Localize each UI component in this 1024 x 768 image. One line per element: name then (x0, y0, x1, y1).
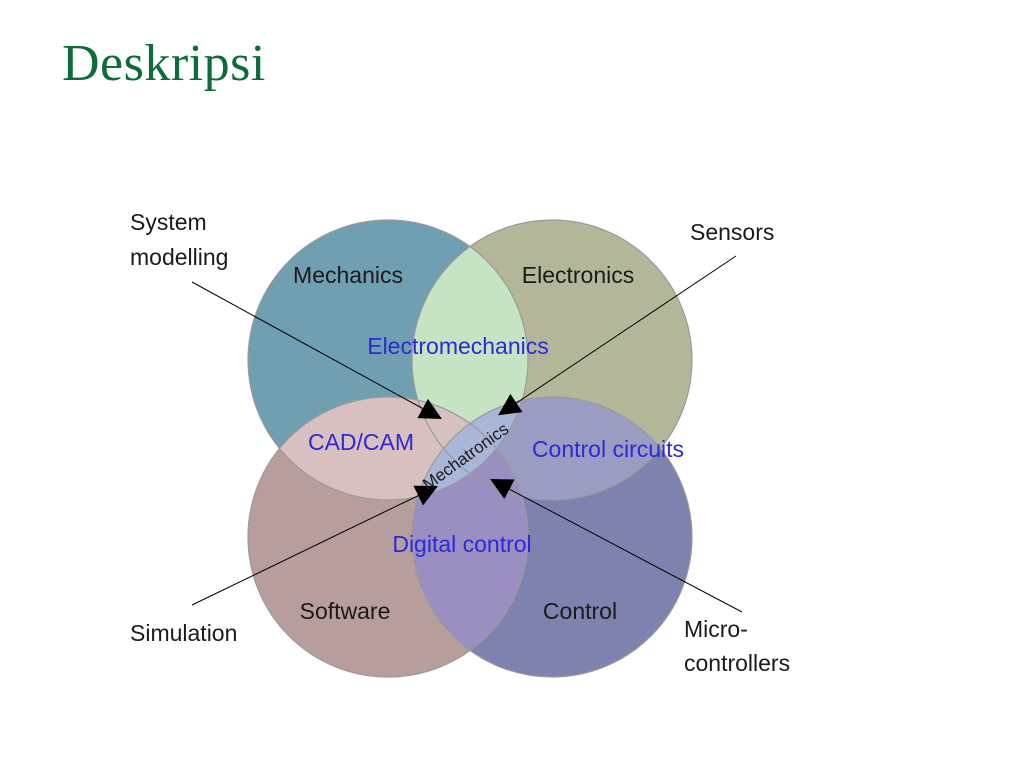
callout-microcontrollers: Micro- controllers (684, 616, 790, 676)
label-cad-cam: CAD/CAM (308, 429, 414, 455)
callout-system-modelling-line2: modelling (130, 244, 228, 270)
slide-title: Deskripsi (62, 35, 266, 92)
label-software: Software (300, 598, 391, 624)
label-control-circuits: Control circuits (532, 436, 684, 462)
label-mechanics: Mechanics (293, 262, 403, 288)
arrow-microcontrollers (490, 478, 743, 613)
callout-system-modelling: System modelling (130, 209, 228, 270)
label-electronics: Electronics (522, 262, 634, 288)
outline-mechanics (247, 219, 529, 501)
label-control: Control (543, 598, 617, 624)
arrow-sensors (498, 255, 737, 416)
callout-microcontrollers-line2: controllers (684, 650, 790, 676)
outline-electronics (411, 219, 693, 501)
outline-software (247, 396, 529, 678)
overlap-mechatronics (412, 397, 528, 500)
arrow-system-modelling (191, 281, 442, 420)
arrow-simulation (191, 485, 438, 606)
overlap-digital-control (412, 397, 528, 677)
outline-control (411, 396, 693, 678)
callout-simulation: Simulation (130, 620, 237, 646)
label-electromechanics: Electromechanics (367, 333, 549, 359)
callout-microcontrollers-line1: Micro- (684, 616, 748, 642)
callout-system-modelling-line1: System (130, 209, 207, 235)
label-digital-control: Digital control (392, 531, 531, 557)
callout-sensors: Sensors (690, 219, 774, 245)
